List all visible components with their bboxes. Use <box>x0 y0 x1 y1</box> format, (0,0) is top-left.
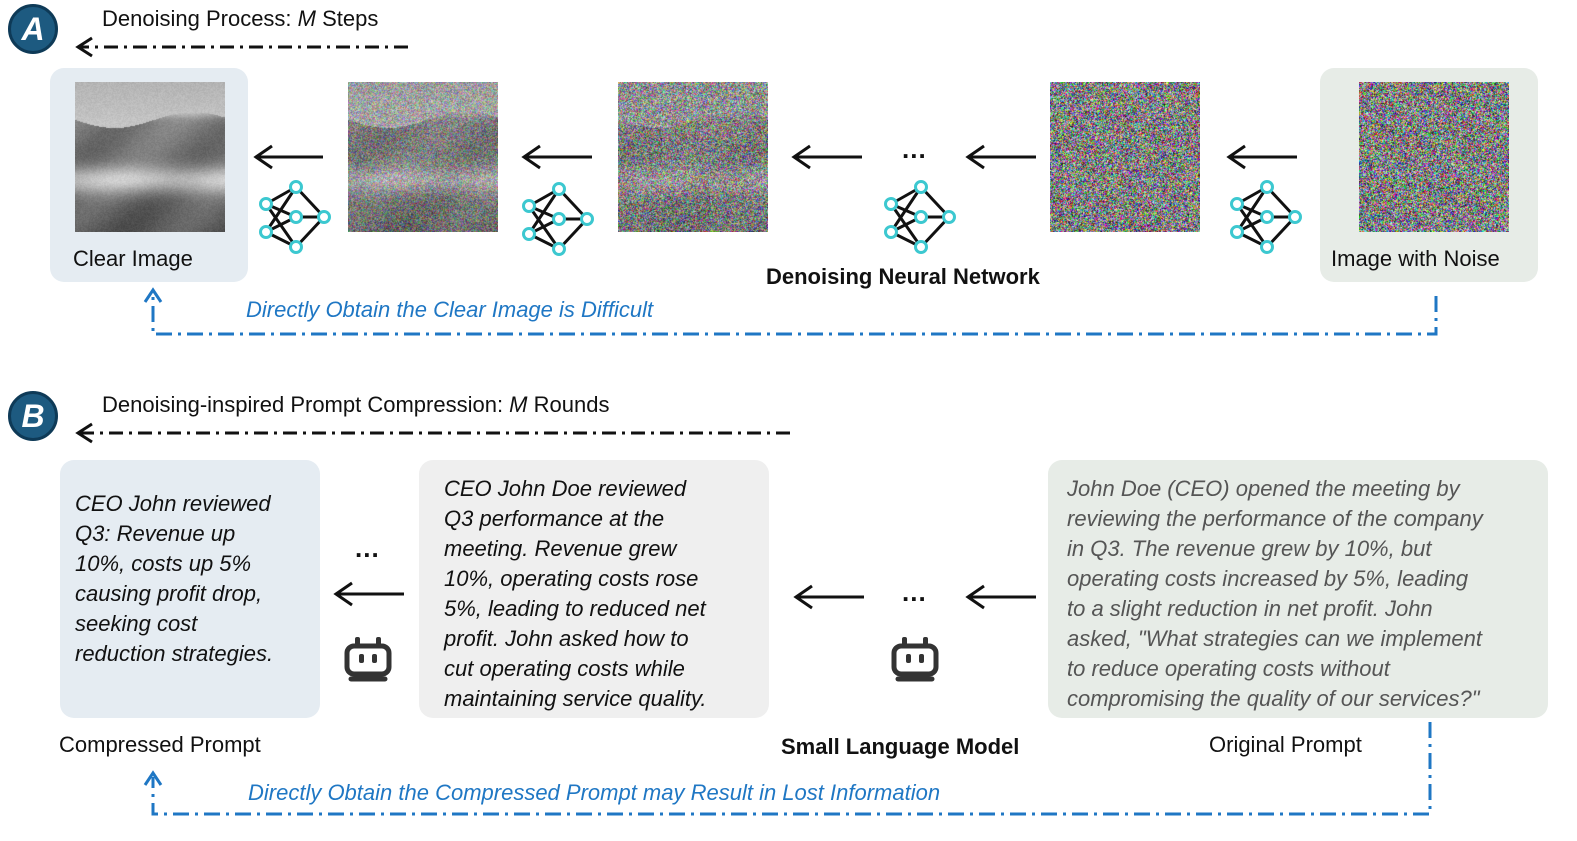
original-line: reviewing the performance of the company <box>1067 506 1483 531</box>
step-arrow-a3 <box>791 144 862 170</box>
round-arrow-b3 <box>965 584 1036 610</box>
compressed-line: reduction strategies. <box>75 641 274 666</box>
panel-a-title: Denoising Process: M Steps <box>102 6 378 32</box>
original-line: compromising the quality of our services… <box>1067 686 1480 711</box>
step-image-1 <box>348 82 498 232</box>
compressed-prompt-text: CEO John reviewed Q3: Revenue up 10%, co… <box>75 489 273 669</box>
network-node <box>914 210 928 224</box>
direct-path-b <box>143 722 1432 816</box>
compressed-line: causing profit drop, <box>75 581 263 606</box>
compressed-line: CEO John reviewed <box>75 491 271 516</box>
panel-b-title-suffix: Rounds <box>527 392 610 417</box>
original-line: in Q3. The revenue grew by 10%, but <box>1067 536 1432 561</box>
round-arrow-b2 <box>793 584 864 610</box>
network-node <box>522 227 536 241</box>
panel-b-title-prefix: Denoising-inspired Prompt Compression: <box>102 392 510 417</box>
robot-icon <box>344 637 392 682</box>
clear-image-label: Clear Image <box>73 246 193 271</box>
network-node <box>522 199 536 213</box>
network-node <box>552 212 566 226</box>
round-arrow-b1 <box>333 581 404 607</box>
original-prompt-text: John Doe (CEO) opened the meeting by rev… <box>1067 474 1483 714</box>
panel-a-title-var: M <box>297 6 316 31</box>
network-node <box>914 240 928 254</box>
compressed-line: Q3: Revenue up <box>75 521 236 546</box>
network-node <box>1260 210 1274 224</box>
network-node <box>580 212 594 226</box>
intermediate-line: maintaining service quality. <box>444 686 707 711</box>
network-node <box>289 210 303 224</box>
network-node <box>259 225 273 239</box>
panel-a-title-suffix: Steps <box>315 6 379 31</box>
network-node <box>552 182 566 196</box>
step-arrow-a1 <box>253 144 323 170</box>
network-label: Denoising Neural Network <box>766 264 1040 289</box>
neural-network-icon <box>522 182 594 256</box>
panel-b-badge: B <box>8 391 58 441</box>
network-node <box>259 197 273 211</box>
noise-image <box>1359 82 1509 232</box>
panel-b-title-var: M <box>509 392 528 417</box>
step-arrow-a2 <box>521 144 592 170</box>
intermediate-line: cut operating costs while <box>444 656 685 681</box>
clear-image <box>75 82 225 232</box>
compressed-prompt-panel <box>60 460 320 718</box>
neural-network-icon <box>884 180 956 254</box>
intermediate-line: profit. John asked how to <box>444 626 689 651</box>
network-node <box>1288 210 1302 224</box>
panel-a-note: Directly Obtain the Clear Image is Diffi… <box>246 297 654 322</box>
noise-image-label: Image with Noise <box>1331 246 1500 271</box>
original-line: asked, "What strategies can we implement <box>1067 626 1482 651</box>
model-label: Small Language Model <box>781 734 1020 759</box>
original-line: operating costs increased by 5%, leading <box>1067 566 1469 591</box>
original-prompt-panel <box>1048 460 1548 718</box>
network-node <box>884 225 898 239</box>
network-node <box>289 180 303 194</box>
network-node <box>1260 240 1274 254</box>
direct-path-a <box>143 287 1438 336</box>
network-node <box>884 197 898 211</box>
compressed-prompt-label: Compressed Prompt <box>59 732 261 757</box>
step-image-2 <box>618 82 768 232</box>
original-line: to reduce operating costs without <box>1067 656 1390 681</box>
intermediate-line: 5%, leading to reduced net <box>444 596 706 621</box>
network-node <box>1260 180 1274 194</box>
network-node <box>942 210 956 224</box>
process-arrow-a <box>75 36 408 58</box>
panel-a-title-prefix: Denoising Process: <box>102 6 298 31</box>
network-node <box>552 242 566 256</box>
intermediate-prompt-panel <box>419 460 769 718</box>
panel-b-title: Denoising-inspired Prompt Compression: M… <box>102 392 609 418</box>
intermediate-line: CEO John Doe reviewed <box>444 476 687 501</box>
compressed-line: 10%, costs up 5% <box>75 551 252 576</box>
neural-network-icon <box>259 180 331 254</box>
process-arrow-b <box>75 422 790 444</box>
panel-a-ellipsis: ... <box>902 134 927 164</box>
step-arrow-a5 <box>1226 144 1297 170</box>
network-node <box>1230 197 1244 211</box>
original-line: John Doe (CEO) opened the meeting by <box>1067 476 1460 501</box>
network-node <box>289 240 303 254</box>
original-line: to a slight reduction in net profit. Joh… <box>1067 596 1433 621</box>
intermediate-line: meeting. Revenue grew <box>444 536 677 561</box>
step-arrow-a4 <box>965 144 1036 170</box>
network-node <box>914 180 928 194</box>
network-node <box>317 210 331 224</box>
robot-icon <box>891 637 939 682</box>
panel-b-ellipsis-left: ... <box>355 533 380 563</box>
panel-b-ellipsis-right: ... <box>902 577 927 607</box>
panel-a-badge: A <box>8 4 58 54</box>
panel-b-note: Directly Obtain the Compressed Prompt ma… <box>248 780 941 805</box>
original-prompt-label: Original Prompt <box>1209 732 1362 757</box>
compressed-line: seeking cost <box>75 611 198 636</box>
intermediate-line: 10%, operating costs rose <box>444 566 699 591</box>
neural-network-icon <box>1230 180 1302 254</box>
network-node <box>1230 225 1244 239</box>
intermediate-prompt-text: CEO John Doe reviewed Q3 performance at … <box>444 474 707 714</box>
step-image-3 <box>1050 82 1200 232</box>
intermediate-line: Q3 performance at the <box>444 506 665 531</box>
